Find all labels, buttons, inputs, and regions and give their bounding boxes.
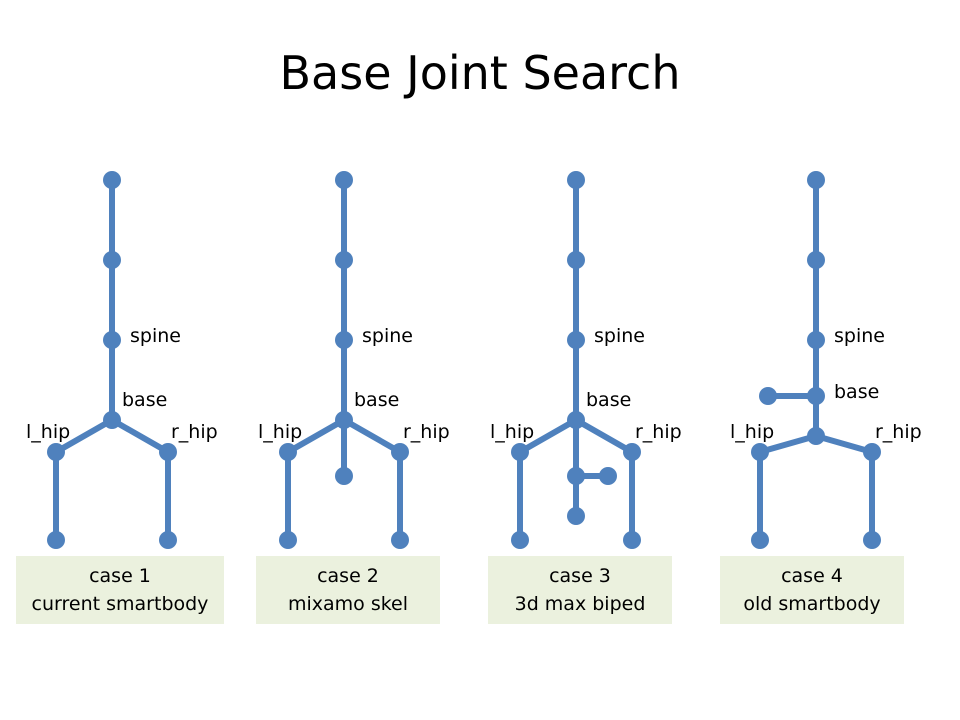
spine-label: spine: [594, 325, 645, 347]
skeleton-case-2: spine base l_hip r_hip: [258, 171, 450, 549]
right-hip-bone: [813, 433, 875, 455]
upper-joint: [335, 251, 353, 269]
skeleton-case-4: spine base l_hip r_hip: [730, 171, 922, 549]
left-hip-bone: [757, 433, 819, 455]
upper-joint: [103, 251, 121, 269]
case-description: current smartbody: [31, 593, 209, 615]
left-foot-joint: [511, 531, 529, 549]
right-hip-joint: [391, 443, 409, 461]
hips-child-joint: [335, 467, 353, 485]
case-name: case 2: [317, 565, 379, 587]
right-foot-joint: [159, 531, 177, 549]
right-hip-bone: [341, 417, 403, 455]
spine-joint: [807, 331, 825, 349]
case-description: old smartbody: [743, 593, 881, 615]
left-hip-joint: [511, 443, 529, 461]
left-hip-label: l_hip: [26, 421, 70, 443]
left-hip-joint: [279, 443, 297, 461]
skeleton-case-1: spine base l_hip r_hip: [26, 171, 218, 549]
left-hip-joint: [751, 443, 769, 461]
top-joint: [567, 171, 585, 189]
right-hip-label: r_hip: [875, 421, 922, 443]
case-description: 3d max biped: [514, 593, 646, 615]
case-2-caption: case 2 mixamo skel: [256, 556, 440, 624]
case-4-caption: case 4 old smartbody: [720, 556, 904, 624]
base-label: base: [122, 389, 167, 411]
left-hip-label: l_hip: [258, 421, 302, 443]
top-joint: [335, 171, 353, 189]
right-hip-label: r_hip: [403, 421, 450, 443]
left-hip-joint: [47, 443, 65, 461]
left-foot-joint: [47, 531, 65, 549]
case-1-caption: case 1 current smartbody: [16, 556, 224, 624]
right-hip-bone: [573, 417, 635, 455]
skeleton-case-3: spine base l_hip r_hip: [490, 171, 682, 549]
base-label: base: [354, 389, 399, 411]
right-foot-joint: [391, 531, 409, 549]
base-joint: [103, 411, 121, 429]
right-foot-joint: [623, 531, 641, 549]
right-hip-joint: [159, 443, 177, 461]
spine-joint: [567, 331, 585, 349]
left-foot-joint: [279, 531, 297, 549]
top-joint: [807, 171, 825, 189]
pelvis-joint: [567, 467, 585, 485]
spine-joint: [335, 331, 353, 349]
case-name: case 3: [549, 565, 611, 587]
upper-joint: [567, 251, 585, 269]
left-foot-joint: [751, 531, 769, 549]
right-hip-label: r_hip: [171, 421, 218, 443]
pelvis-joint: [807, 427, 825, 445]
top-joint: [103, 171, 121, 189]
spine-joint: [103, 331, 121, 349]
base-joint: [567, 411, 585, 429]
left-hip-bone: [285, 417, 347, 455]
case-description: mixamo skel: [287, 593, 409, 615]
left-hip-bone: [53, 417, 115, 455]
base-label: base: [834, 381, 879, 403]
spine-label: spine: [130, 325, 181, 347]
pelvis-side-joint: [599, 467, 617, 485]
base-label: base: [586, 389, 631, 411]
base-joint: [807, 387, 825, 405]
right-hip-joint: [623, 443, 641, 461]
pelvis-lower-joint: [567, 507, 585, 525]
base-side-joint: [759, 387, 777, 405]
upper-joint: [807, 251, 825, 269]
right-hip-label: r_hip: [635, 421, 682, 443]
right-hip-joint: [863, 443, 881, 461]
right-foot-joint: [863, 531, 881, 549]
right-hip-bone: [109, 417, 171, 455]
slide-title: Base Joint Search: [279, 46, 681, 100]
case-3-caption: case 3 3d max biped: [488, 556, 672, 624]
base-joint: [335, 411, 353, 429]
case-name: case 1: [89, 565, 151, 587]
left-hip-label: l_hip: [490, 421, 534, 443]
spine-label: spine: [362, 325, 413, 347]
spine-label: spine: [834, 325, 885, 347]
left-hip-bone: [517, 417, 579, 455]
left-hip-label: l_hip: [730, 421, 774, 443]
case-name: case 4: [781, 565, 843, 587]
